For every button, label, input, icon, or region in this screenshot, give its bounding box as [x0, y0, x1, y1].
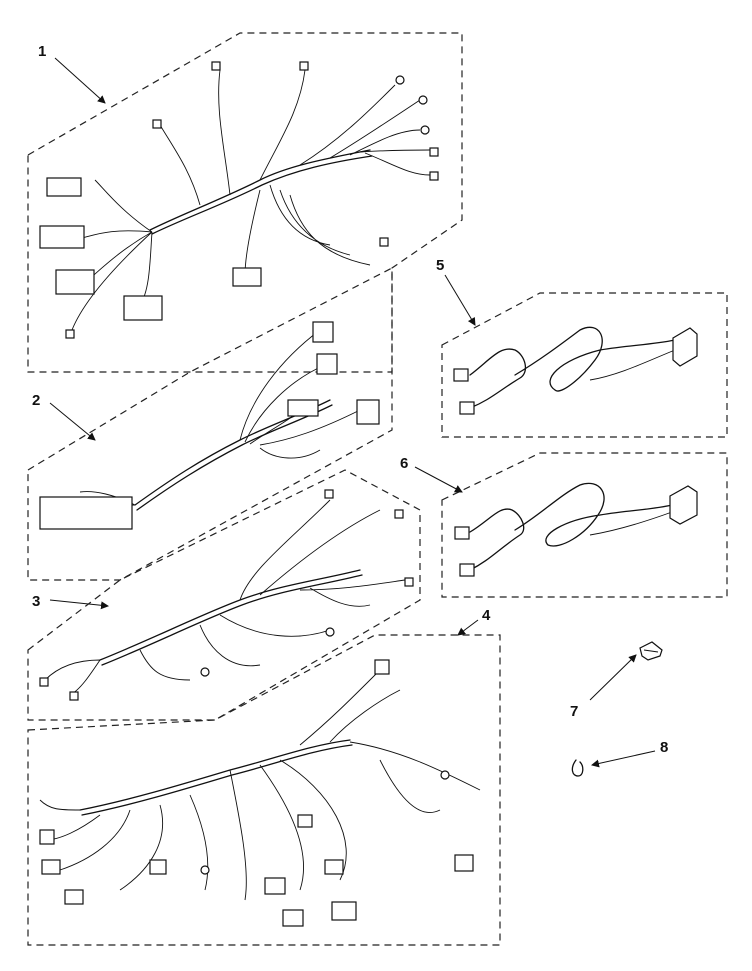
harness-5-boundary [441, 292, 728, 438]
connector-4c [41, 859, 61, 875]
connector-4h [331, 901, 357, 921]
terminal-1a [152, 119, 162, 129]
harness-6 [441, 452, 728, 598]
connector-4j [454, 854, 474, 872]
connector-2d [287, 399, 319, 417]
ring-terminal-4b [440, 770, 450, 780]
connector-5c [672, 327, 698, 367]
ring-terminal-1b [418, 95, 428, 105]
terminal-3a [324, 489, 334, 499]
connector-4k [297, 814, 313, 828]
terminal-3e [69, 691, 79, 701]
ring-terminal-3a [325, 627, 335, 637]
connector-1e [232, 267, 262, 287]
connector-1a [46, 177, 82, 197]
connector-2b [312, 321, 334, 343]
connector-2e [356, 399, 380, 425]
connector-1b [39, 225, 85, 249]
terminal-3c [404, 577, 414, 587]
connector-6c [669, 485, 698, 525]
connector-5a [453, 368, 469, 382]
connector-4g [282, 909, 304, 927]
callout-3: 3 [32, 593, 40, 610]
callouts: 1 2 3 4 5 6 7 8 [32, 43, 668, 756]
harness-3-boundary [27, 469, 421, 721]
callout-8: 8 [660, 739, 668, 756]
terminal-3d [39, 677, 49, 687]
terminal-1f [379, 237, 389, 247]
harness-2 [27, 267, 393, 581]
harness-3 [27, 469, 421, 721]
ring-terminal-1a [395, 75, 405, 85]
callout-2: 2 [32, 392, 40, 409]
connector-1d [123, 295, 163, 321]
part-7-clip [639, 641, 663, 661]
connector-5b [459, 401, 475, 415]
callout-5: 5 [436, 257, 444, 274]
ring-terminal-4a [200, 865, 210, 875]
harness-5 [441, 292, 728, 438]
terminal-1e [429, 171, 439, 181]
callout-6: 6 [400, 455, 408, 472]
terminal-1d [429, 147, 439, 157]
connector-4e [149, 859, 167, 875]
terminal-3b [394, 509, 404, 519]
connector-1c [55, 269, 95, 295]
terminal-1c [299, 61, 309, 71]
connector-2c [316, 353, 338, 375]
harness-4 [27, 634, 501, 946]
callout-4: 4 [482, 607, 491, 624]
callout-7: 7 [570, 703, 578, 720]
harness-2-boundary [27, 267, 393, 581]
connector-4d [64, 889, 84, 905]
connector-2a [39, 496, 133, 530]
terminal-1b [211, 61, 221, 71]
harness-1 [27, 32, 463, 373]
harness-1-boundary [27, 32, 463, 373]
connector-6b [459, 563, 475, 577]
harness-4-boundary [27, 634, 501, 946]
terminal-1g [65, 329, 75, 339]
callout-1: 1 [38, 43, 46, 60]
connector-4i [324, 859, 344, 875]
ring-terminal-3b [200, 667, 210, 677]
connector-4a [374, 659, 390, 675]
harness-6-boundary [441, 452, 728, 598]
ring-terminal-1c [420, 125, 430, 135]
connector-4b [39, 829, 55, 845]
connector-6a [454, 526, 470, 540]
connector-4f [264, 877, 286, 895]
leader-lines [49, 57, 656, 768]
part-8-hook [571, 759, 584, 777]
